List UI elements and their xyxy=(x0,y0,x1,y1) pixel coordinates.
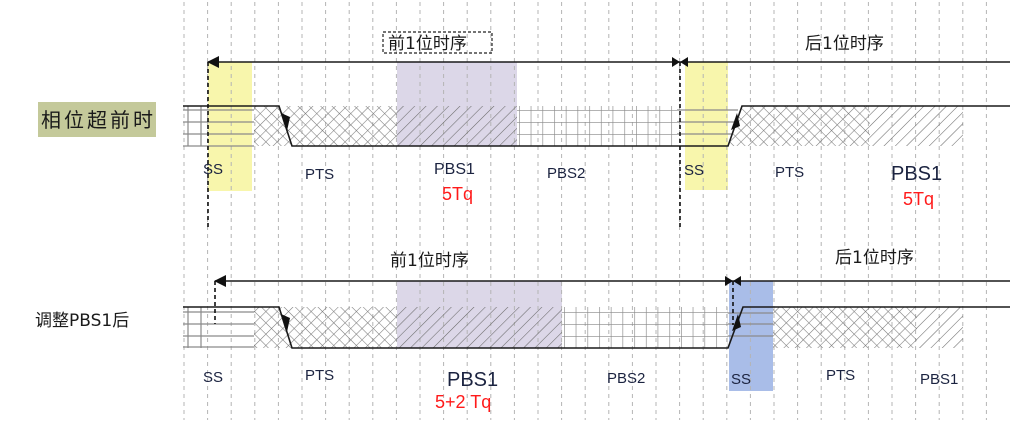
bow-tie-marker-icon xyxy=(680,57,688,67)
pbs2-hatch xyxy=(562,307,728,348)
row-label-phase-advance: 相位超前时 xyxy=(41,108,153,132)
segment-label-next-pbs1: PBS1 xyxy=(920,371,958,388)
bow-tie-marker-icon xyxy=(733,276,741,286)
segment-label-next-ss: SS xyxy=(731,371,751,388)
row-label-bg xyxy=(38,102,156,137)
rising-edge-arrow-icon xyxy=(732,314,741,331)
next-pts-hatch xyxy=(728,106,870,146)
row-label-after-adjust: 调整PBS1后 xyxy=(35,311,129,331)
signal-waveform-top xyxy=(183,105,1010,147)
segment-label-ss: SS xyxy=(203,369,223,386)
next-bit-label: 后1位时序 xyxy=(835,248,914,268)
falling-edge-arrow-icon xyxy=(281,314,290,332)
next-pbs1-hatch xyxy=(917,307,963,348)
pbs1-hatch xyxy=(397,307,562,348)
arrow-left-icon xyxy=(207,56,219,68)
segment-label-next-pts: PTS xyxy=(775,164,804,181)
row-phase-advance: 相位超前时 前1位时序 后1位时序 SS P xyxy=(38,31,1010,227)
segment-label-pts: PTS xyxy=(305,367,334,384)
segment-label-next-pbs1: PBS1 xyxy=(891,163,942,185)
pbs2-hatch xyxy=(517,106,677,146)
time-quantum-grid xyxy=(183,2,987,420)
segment-length-pbs1: 5Tq xyxy=(442,184,473,204)
ss-highlight-next-top xyxy=(685,62,728,190)
prev-bit-label: 前1位时序 xyxy=(388,34,467,54)
row-after-adjustment: 调整PBS1后 前1位时序 后1位时序 SS PTS xyxy=(35,248,1010,412)
ss-highlight-prev-top xyxy=(208,62,252,191)
arrow-left-icon xyxy=(214,275,226,287)
segment-label-pbs2: PBS2 xyxy=(547,165,585,182)
segment-label-next-pts: PTS xyxy=(826,367,855,384)
segment-length-next-pbs1: 5Tq xyxy=(903,189,934,209)
bow-tie-marker-icon xyxy=(672,57,680,67)
segment-label-pbs2: PBS2 xyxy=(607,370,645,387)
bow-tie-marker-icon xyxy=(725,276,733,286)
segment-label-pbs1: PBS1 xyxy=(447,369,498,391)
prev-bit-label: 前1位时序 xyxy=(390,251,469,271)
segment-label-next-ss: SS xyxy=(684,162,704,179)
segment-length-pbs1: 5+2 Tq xyxy=(435,392,491,412)
next-pts-hatch xyxy=(773,307,917,348)
pts-hatch xyxy=(254,106,397,146)
next-pbs1-hatch xyxy=(870,106,963,146)
segment-label-ss: SS xyxy=(203,161,223,178)
next-bit-label: 后1位时序 xyxy=(805,34,884,54)
rising-edge-arrow-icon xyxy=(731,113,740,130)
segment-label-pbs1: PBS1 xyxy=(434,161,475,178)
signal-waveform-bottom xyxy=(183,306,1010,349)
segment-label-pts: PTS xyxy=(305,166,334,183)
falling-edge-arrow-icon xyxy=(281,113,290,131)
pts-hatch xyxy=(254,307,397,348)
pbs1-hatch xyxy=(397,106,517,146)
